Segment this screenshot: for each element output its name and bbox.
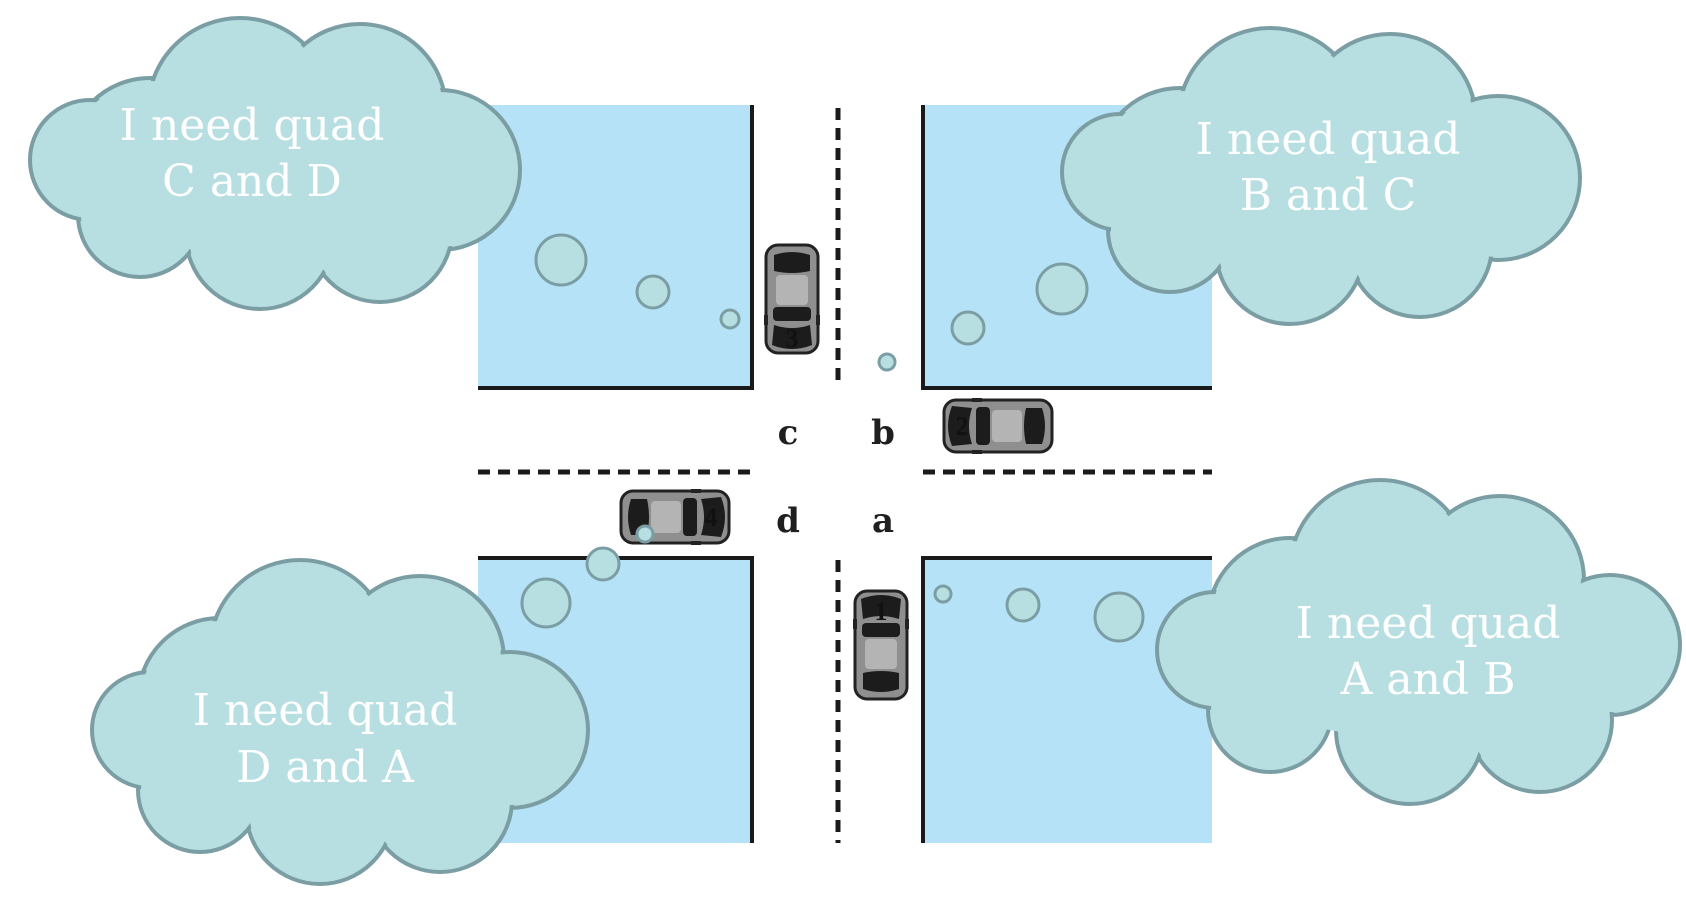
quadrant-labels: c b d a: [776, 413, 895, 541]
bubble-top-left-line2: C and D: [162, 156, 342, 207]
trail-circle: [1035, 262, 1089, 316]
thought-bubble-top-left: I need quad C and D: [28, 16, 522, 311]
block-top-left: [478, 105, 752, 388]
quad-label-d: d: [776, 501, 800, 541]
trail-circle: [534, 233, 588, 287]
trail-circle: [1005, 587, 1041, 623]
car-3: 3: [764, 243, 820, 355]
bubble-bottom-left-line1: I need quad: [193, 685, 458, 736]
quad-label-b: b: [871, 413, 895, 453]
bubble-bottom-left-line2: D and A: [236, 742, 415, 793]
trail-circle: [933, 584, 953, 604]
quad-label-a: a: [872, 501, 894, 541]
bubble-top-left-line1: I need quad: [120, 100, 385, 151]
trail-circle: [877, 352, 897, 372]
curb-top-right: [921, 105, 1212, 390]
bubble-top-right-line1: I need quad: [1196, 114, 1461, 165]
block-bottom-right: [923, 558, 1212, 843]
curb-top-left: [478, 105, 754, 390]
thought-bubble-top-right: I need quad B and C: [1060, 26, 1582, 326]
trail-circle: [719, 308, 741, 330]
curbs: [478, 105, 1212, 843]
car-1: 1: [853, 589, 909, 701]
thought-bubble-bottom-left: I need quad D and A: [90, 558, 590, 886]
lane-markings: [478, 108, 1212, 843]
car-2-number: 2: [956, 412, 969, 441]
trail-circle: [950, 310, 986, 346]
car-3-number: 3: [786, 324, 799, 353]
curb-bottom-left: [478, 556, 754, 843]
trail-circle: [635, 274, 671, 310]
trail-circle: [585, 546, 621, 582]
bubble-bottom-right-line2: A and B: [1340, 654, 1516, 705]
bubble-bottom-right-line1: I need quad: [1296, 598, 1561, 649]
quad-label-c: c: [778, 413, 799, 453]
car-4: 4: [619, 489, 731, 545]
bubble-top-right-line2: B and C: [1240, 170, 1417, 221]
car-2: 2: [942, 398, 1054, 454]
curb-bottom-right: [921, 556, 1212, 843]
thought-trails: [520, 233, 1145, 643]
car-1-number: 1: [875, 597, 888, 626]
trail-circle: [1093, 591, 1145, 643]
thought-bubble-bottom-right: I need quad A and B: [1155, 478, 1682, 806]
trail-circle: [520, 577, 572, 629]
trail-circle: [635, 524, 655, 544]
car-4-number: 4: [705, 503, 718, 532]
